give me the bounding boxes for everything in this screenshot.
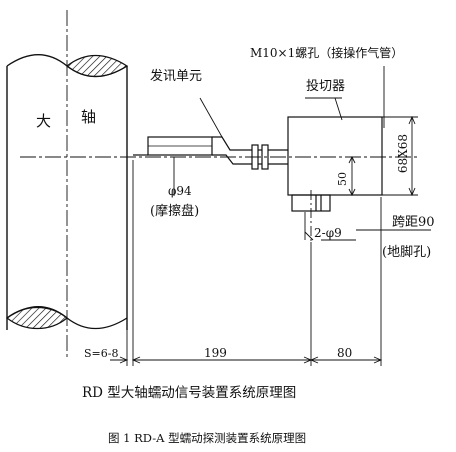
dim-80-label: 80: [337, 346, 353, 360]
friction-disc: [133, 136, 213, 156]
bottom-dimensions: [110, 160, 383, 366]
gap-label: S=6-8: [84, 347, 119, 360]
diagram-title: RD 型大轴蠕动信号装置系统原理图: [82, 385, 297, 401]
shaft-bottom-section-hatch: [6, 307, 68, 329]
dim-68x68-label: 68X68: [396, 134, 410, 174]
switch-device-box: [287, 66, 385, 242]
dim-50-label: 50: [336, 172, 349, 186]
coupling: [251, 144, 288, 170]
span90-label: 跨距90: [392, 215, 435, 230]
foot-holes-label: (地脚孔): [382, 245, 432, 260]
switch-device-label: 投切器: [306, 79, 346, 94]
main-shaft: [6, 10, 129, 360]
figure-caption: 图 1 RD-A 型蠕动探测装置系统原理图: [108, 431, 307, 445]
dim-50: [348, 155, 356, 197]
dim-199-label: 199: [204, 346, 227, 360]
friction-disc-label: (摩擦盘): [150, 204, 200, 219]
bolt-hole-note: M10×1螺孔（接操作气管）: [250, 46, 404, 60]
shaft-label-2: 轴: [81, 108, 97, 126]
sender-unit-label: 发讯单元: [150, 69, 203, 84]
sender-arm: [199, 97, 252, 165]
holes-label: 2-φ9: [314, 226, 342, 240]
holes-leader: [304, 212, 431, 241]
dim-68x68: [382, 115, 418, 197]
dia94-label: φ94: [168, 184, 192, 198]
shaft-label-1: 大: [36, 112, 52, 130]
shaft-top-section-hatch: [66, 55, 129, 77]
